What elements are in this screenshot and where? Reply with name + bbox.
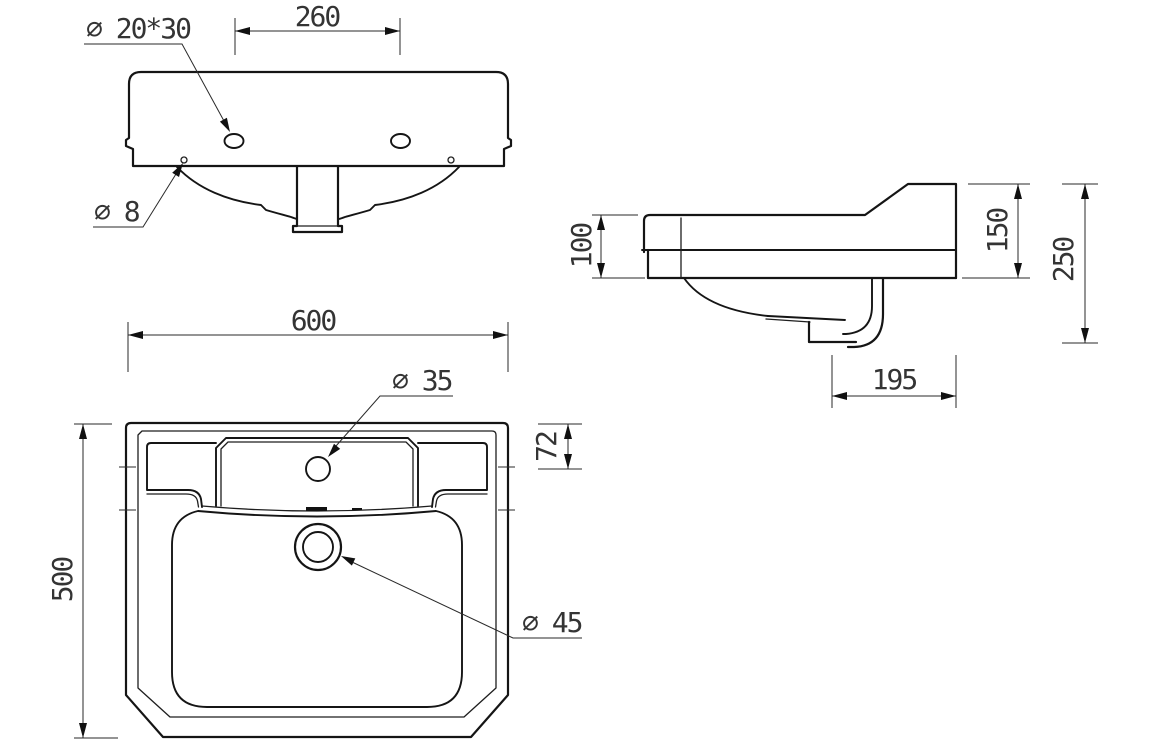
arrow-down-icon [597,263,605,278]
plan-right-wing [417,442,488,508]
arrow-down-icon [1081,328,1089,343]
arrow-left-icon [235,27,250,35]
leader-arrow-icon [328,443,341,457]
front-trap-outline [291,165,344,234]
arrow-up-icon [1081,184,1089,199]
plan-bowl-outline [171,510,463,708]
plan-left-wing-inner [146,493,200,508]
arrow-up-icon [597,215,605,230]
dim-195-text: 195 [872,363,917,396]
dim-250-text: 250 [1047,237,1080,283]
plan-tap-platform-inner [220,441,414,507]
label-fixing-hole-size: ∅ 8 [93,163,183,228]
dim-600: 600 [127,304,509,372]
plan-tick-marks [119,466,515,511]
side-back-wall-outer [846,277,885,349]
plan-waste-outer [293,522,343,572]
leader-arrow-icon [219,117,230,132]
dim-100-text: 100 [565,223,598,269]
front-bowl-curve-left [176,166,298,220]
side-bowl-floor [767,315,846,321]
arrow-left-icon [832,392,847,400]
dim-150: 150 [962,183,1030,279]
side-bowl-floor-inner [765,318,811,323]
plan-left-wing [146,442,217,508]
arrow-up-icon [564,424,572,439]
dim-72: 72 [530,423,582,470]
arrow-right-icon [385,27,400,35]
label-tap-hole-dia-text: ∅ 35 [392,364,452,397]
dim-195: 195 [831,355,957,408]
arrow-left-icon [128,331,143,339]
plan-inner-deck-line [137,430,497,718]
leader-arrow-icon [341,556,356,566]
dim-260: 260 [234,0,401,55]
arrow-up-icon [1014,184,1022,199]
label-waste-dia-text: ∅ 45 [522,606,582,639]
label-tap-hole-size-text: ∅ 20*30 [86,12,191,45]
front-tap-hole-left [223,133,245,149]
front-fixing-hole-right [447,156,455,164]
arrow-down-icon [79,723,87,738]
arrow-down-icon [1014,263,1022,278]
plan-right-wing-inner [434,493,488,508]
side-bowl-curve [683,277,769,317]
dim-500-text: 500 [46,557,79,603]
side-view: 100 150 250 195 [565,182,1098,408]
dim-260-text: 260 [295,0,341,33]
label-tap-hole-size: ∅ 20*30 [84,12,230,132]
side-back-wall-inner [842,278,873,335]
label-tap-hole-dia: ∅ 35 [328,364,454,457]
label-waste-dia: ∅ 45 [341,556,584,639]
arrow-up-icon [79,424,87,439]
arrow-right-icon [493,331,508,339]
front-rim-outline [124,70,513,168]
dim-100: 100 [565,214,645,279]
side-top-profile [642,182,958,280]
front-view: 260 ∅ 20*30 ∅ 8 [84,0,513,234]
dim-250: 250 [1047,183,1098,344]
plan-view: 600 500 72 ∅ 35 ∅ 45 [46,304,584,739]
plan-tap-platform [215,437,419,507]
plan-outer-outline [124,421,510,739]
leader-arrow-icon [172,163,183,177]
dim-600-text: 600 [291,304,337,337]
front-tap-hole-right [390,133,411,149]
side-apron [646,248,958,280]
arrow-right-icon [941,392,956,400]
dim-150-text: 150 [981,208,1014,254]
front-bowl-curve-right [338,166,460,220]
dim-72-text: 72 [530,432,563,462]
plan-waste-inner [302,531,334,563]
label-fixing-hole-size-text: ∅ 8 [94,195,140,228]
plan-tap-hole [305,456,331,482]
front-fixing-hole-left [180,156,188,164]
arrow-down-icon [564,454,572,469]
side-waste-stub [807,320,858,344]
dim-500: 500 [46,423,118,739]
